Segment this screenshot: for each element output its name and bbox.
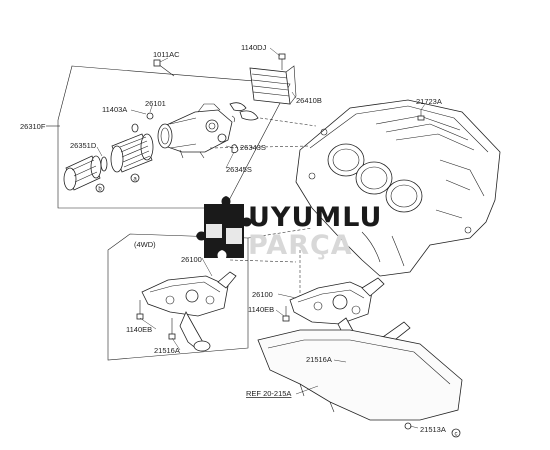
- oil-filter-element: [110, 133, 154, 173]
- label-1140EB: 1140EB: [248, 305, 274, 314]
- label-4wd: (4WD): [134, 240, 156, 249]
- label-21516A: 21516A: [306, 355, 332, 364]
- label-26351D: 26351D: [70, 141, 97, 150]
- label-21516A-4wd: 21516A: [154, 346, 180, 355]
- 4wd-oil-pump: [141, 271, 237, 352]
- label-ref-20-215A: REF 20-215A: [246, 389, 291, 398]
- svg-text:a: a: [133, 177, 137, 183]
- plug-21723A: [417, 110, 425, 121]
- bolt-1140DJ: [278, 53, 286, 70]
- label-21513A: 21513A: [420, 425, 446, 434]
- label-26310F: 26310F: [20, 122, 46, 131]
- watermark-line2: PARÇA: [248, 230, 353, 261]
- o-ring: [100, 156, 108, 172]
- oil-pan: [257, 329, 463, 421]
- label-1140EB-4wd: 1140EB: [126, 325, 152, 334]
- marker-a: a: [130, 173, 140, 183]
- bolt-1011AC: [153, 59, 175, 77]
- label-21723A: 21723A: [416, 97, 442, 106]
- label-26101: 26101: [145, 99, 166, 108]
- leader-lines: [96, 47, 426, 429]
- label-26343S: 26343S: [240, 143, 266, 152]
- puzzle-icon: [196, 196, 252, 258]
- oil-filter-housing: [157, 103, 233, 159]
- bolt-1140EB-4wd: [136, 300, 144, 320]
- watermark-logo: UYUMLU PARÇA: [196, 196, 382, 261]
- engine-block: [295, 99, 501, 277]
- bolt-1140EB: [282, 306, 290, 322]
- plug-26101: [146, 112, 154, 120]
- label-26100-4wd: 26100: [181, 255, 202, 264]
- oil-cooler: [249, 65, 297, 105]
- svg-text:c: c: [455, 432, 458, 438]
- drain-plug: [131, 123, 139, 133]
- marker-c: c: [451, 428, 461, 438]
- label-1140DJ: 1140DJ: [241, 43, 267, 52]
- guide-lines: [209, 117, 317, 296]
- oil-filter-cap: [63, 155, 102, 191]
- label-26100: 26100: [252, 290, 273, 299]
- bolt-21516A-4wd: [168, 318, 176, 340]
- label-11403A: 11403A: [102, 105, 127, 114]
- watermark-line1: UYUMLU: [248, 202, 382, 233]
- marker-b: b: [95, 183, 105, 193]
- svg-text:b: b: [98, 187, 102, 193]
- label-26345S: 26345S: [226, 165, 252, 174]
- label-1011AC: 1011AC: [153, 50, 180, 59]
- cooler-gaskets: [229, 102, 259, 154]
- label-26410B: 26410B: [296, 96, 322, 105]
